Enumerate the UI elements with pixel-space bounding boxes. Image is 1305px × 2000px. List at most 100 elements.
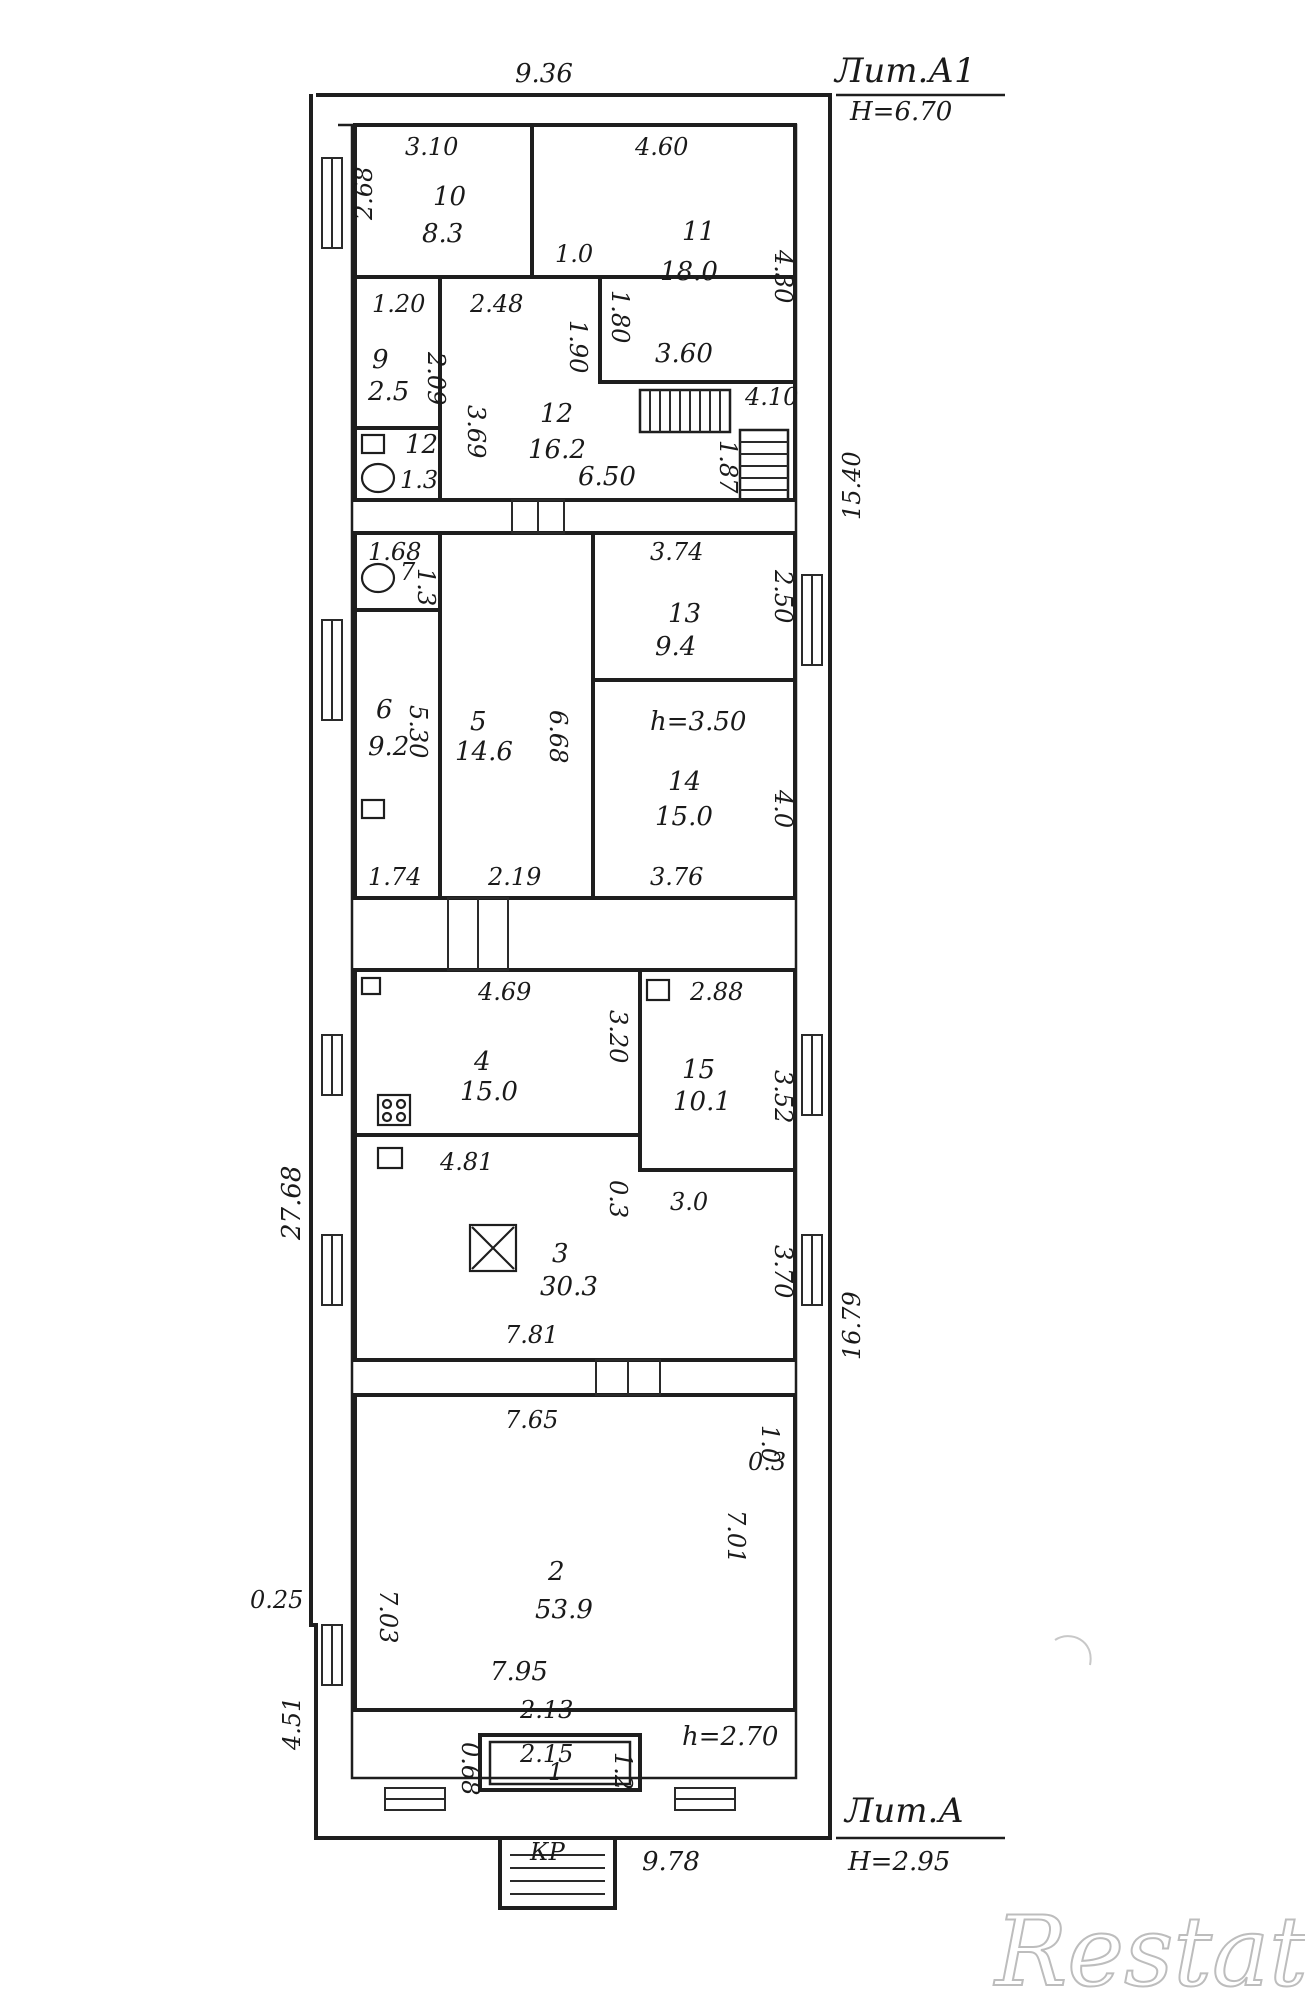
svg-text:15.40: 15.40 xyxy=(838,451,866,520)
toilet-icon xyxy=(360,462,396,494)
room-5-area: 14.6 xyxy=(455,737,513,767)
room-12b-no: 12 xyxy=(405,430,438,460)
svg-text:4.10: 4.10 xyxy=(744,383,798,411)
room-14-area: 15.0 xyxy=(655,802,713,832)
sink-icon-4 xyxy=(645,978,671,1002)
svg-text:3.70: 3.70 xyxy=(769,1245,797,1298)
room-12b-area: 1.3 xyxy=(400,466,438,494)
svg-text:7.81: 7.81 xyxy=(505,1321,558,1349)
svg-text:0.3: 0.3 xyxy=(748,1448,786,1476)
room-2-area: 53.9 xyxy=(535,1595,593,1625)
svg-text:3.52: 3.52 xyxy=(769,1070,797,1123)
svg-text:6.68: 6.68 xyxy=(544,710,572,763)
svg-text:4.0: 4.0 xyxy=(769,789,797,828)
svg-text:0.3: 0.3 xyxy=(604,1180,632,1218)
room-15-area: 10.1 xyxy=(673,1087,731,1117)
svg-text:1.0: 1.0 xyxy=(756,1425,784,1463)
svg-text:1.80: 1.80 xyxy=(606,290,634,343)
sink-icon-2 xyxy=(360,798,386,820)
lit-a1-name: Лит.А1 xyxy=(833,51,976,91)
bottom-width: 9.78 xyxy=(642,1847,700,1877)
svg-text:3.76: 3.76 xyxy=(650,863,703,891)
svg-text:7.95: 7.95 xyxy=(490,1657,548,1687)
sink-icon-5 xyxy=(376,1146,404,1170)
svg-text:4.69: 4.69 xyxy=(477,978,531,1006)
room-12-no: 12 xyxy=(540,399,573,429)
dimension-labels: 9.36 Лит.А1 H=6.70 3.10 4.60 10 8.3 2.68… xyxy=(250,51,976,1877)
svg-text:4.60: 4.60 xyxy=(634,133,688,161)
room-3-area: 30.3 xyxy=(540,1272,598,1302)
room-7-no: 7 xyxy=(400,558,416,586)
svg-text:1.90: 1.90 xyxy=(564,320,592,373)
svg-text:0.68: 0.68 xyxy=(456,1742,484,1795)
room-1-no: 1 xyxy=(548,1758,563,1786)
watermark-logo: Restate xyxy=(992,1635,1305,2000)
svg-text:4.30: 4.30 xyxy=(769,249,797,303)
svg-text:1.3: 1.3 xyxy=(412,568,440,606)
svg-text:5.30: 5.30 xyxy=(404,705,432,758)
svg-text:1.20: 1.20 xyxy=(372,290,425,318)
toilet-icon-2 xyxy=(360,562,396,594)
svg-text:2.13: 2.13 xyxy=(519,1696,573,1724)
fixtures xyxy=(360,433,671,1273)
room-5-no: 5 xyxy=(470,707,487,737)
svg-text:4.81: 4.81 xyxy=(439,1148,493,1176)
room-3-no: 3 xyxy=(552,1239,569,1269)
room-14-height: h=3.50 xyxy=(650,707,746,737)
porch-label: КР xyxy=(529,1838,566,1866)
svg-text:3.69: 3.69 xyxy=(462,405,490,458)
room-2-height: h=2.70 xyxy=(682,1722,778,1752)
svg-text:27.68: 27.68 xyxy=(277,1166,307,1241)
room-4-area: 15.0 xyxy=(460,1077,518,1107)
lit-a1-height: H=6.70 xyxy=(849,97,952,127)
svg-text:3.20: 3.20 xyxy=(604,1010,632,1063)
lit-a-height: H=2.95 xyxy=(847,1847,950,1877)
lower-block-walls xyxy=(353,968,797,1792)
svg-text:2.68: 2.68 xyxy=(350,167,378,221)
room-14-no: 14 xyxy=(668,767,701,797)
svg-text:2.48: 2.48 xyxy=(469,290,523,318)
top-width: 9.36 xyxy=(515,59,573,89)
upper-block-walls xyxy=(353,123,797,900)
svg-text:6.50: 6.50 xyxy=(578,462,636,492)
room-2-no: 2 xyxy=(547,1557,565,1587)
sink-icon-3 xyxy=(360,976,382,996)
porch xyxy=(498,1836,617,1910)
room-13-no: 13 xyxy=(668,599,701,629)
svg-text:1.87: 1.87 xyxy=(714,440,742,494)
svg-text:3.60: 3.60 xyxy=(655,339,713,369)
stairs-12b xyxy=(740,441,788,491)
svg-text:3.74: 3.74 xyxy=(650,538,703,566)
svg-text:2.50: 2.50 xyxy=(769,569,797,623)
room-6-area: 9.2 xyxy=(368,732,409,762)
svg-text:7.03: 7.03 xyxy=(374,1590,402,1643)
svg-text:3.0: 3.0 xyxy=(670,1188,708,1216)
svg-text:7.01: 7.01 xyxy=(722,1510,750,1563)
svg-text:2.19: 2.19 xyxy=(487,863,541,891)
svg-text:7.65: 7.65 xyxy=(505,1406,558,1434)
room-15-no: 15 xyxy=(682,1055,715,1085)
svg-text:16.79: 16.79 xyxy=(838,1291,866,1360)
room-10-no: 10 xyxy=(433,182,466,212)
room-4-no: 4 xyxy=(473,1047,491,1077)
windows xyxy=(321,157,823,1811)
svg-text:0.25: 0.25 xyxy=(250,1586,303,1614)
stove-icon xyxy=(376,1093,412,1127)
lit-a-name: Лит.А xyxy=(843,1791,964,1831)
svg-text:2.88: 2.88 xyxy=(689,978,743,1006)
room-11-area: 18.0 xyxy=(660,257,718,287)
svg-text:4.51: 4.51 xyxy=(278,1697,306,1751)
svg-text:1.74: 1.74 xyxy=(368,863,421,891)
svg-text:1.68: 1.68 xyxy=(368,538,421,566)
sink-icon xyxy=(360,433,386,455)
svg-text:1.2: 1.2 xyxy=(609,1752,637,1790)
stairs-12 xyxy=(649,390,721,432)
heater-icon xyxy=(468,1223,518,1273)
room-10-area: 8.3 xyxy=(422,219,463,249)
room-9-area: 2.5 xyxy=(367,377,409,407)
room-9-no: 9 xyxy=(372,345,389,375)
room-12-area: 16.2 xyxy=(528,435,586,465)
watermark-text: Restate xyxy=(993,1896,1305,2000)
svg-text:1.0: 1.0 xyxy=(555,240,593,268)
